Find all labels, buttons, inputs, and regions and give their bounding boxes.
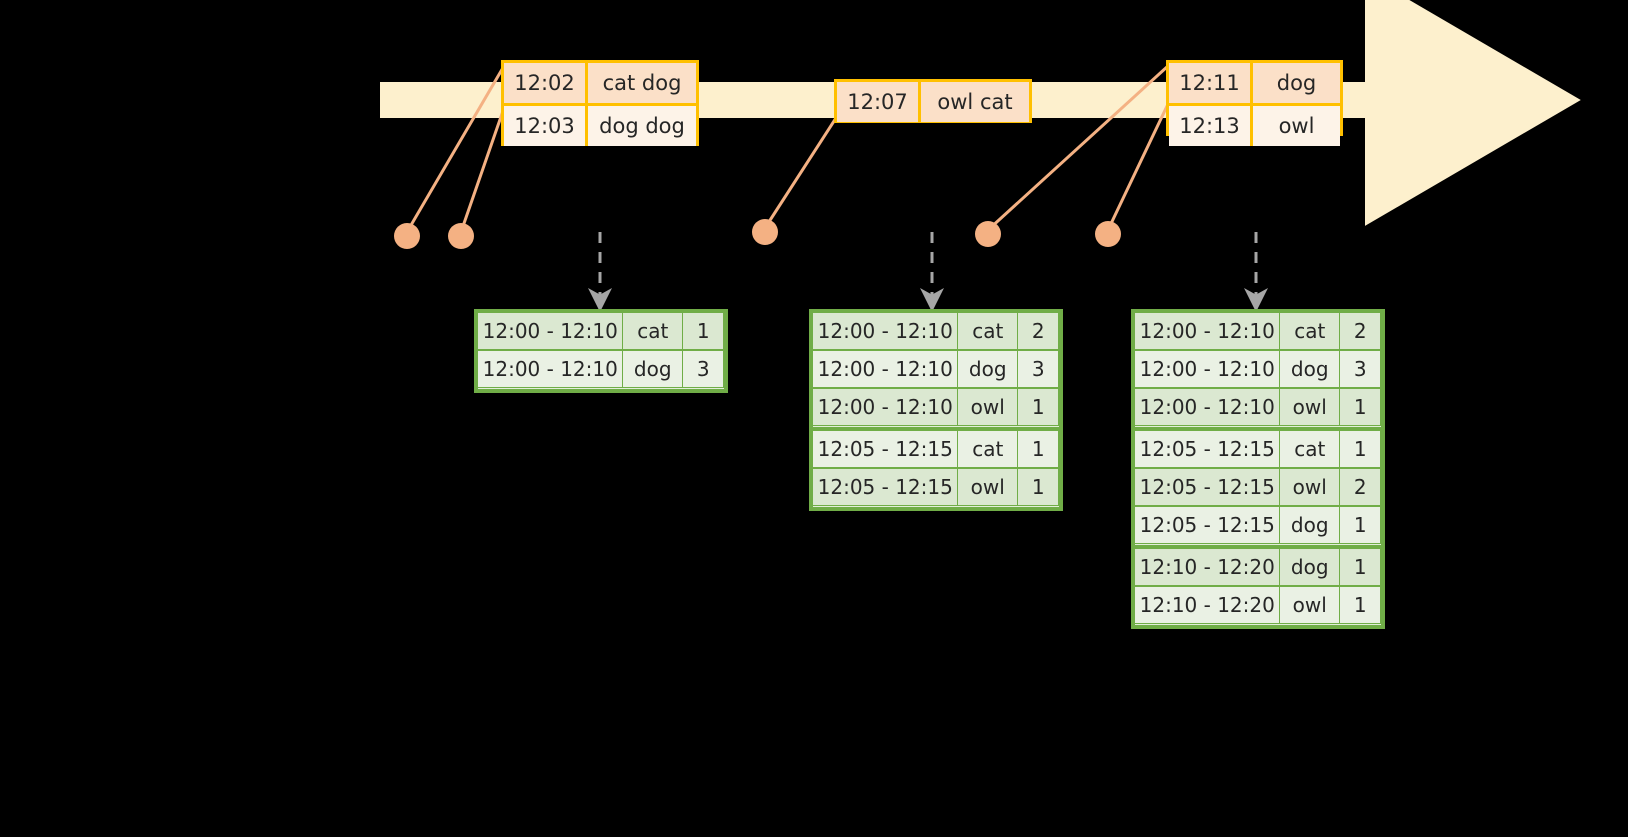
cell-window: 12:00 - 12:10 — [812, 388, 959, 427]
cell-window: 12:05 - 12:15 — [812, 468, 959, 507]
cell-window: 12:05 - 12:15 — [1134, 468, 1281, 507]
cell-count: 1 — [682, 312, 725, 351]
emit-marker-5[interactable] — [1095, 221, 1121, 247]
cell-key: dog — [1278, 506, 1341, 545]
event-payload: owl cat — [921, 82, 1029, 122]
cell-key: dog — [1278, 548, 1341, 587]
cell-key: cat — [1278, 312, 1341, 351]
cell-count: 1 — [1017, 468, 1060, 507]
cell-window: 12:00 - 12:10 — [477, 312, 624, 351]
event-row[interactable]: 12:13 owl — [1169, 103, 1340, 146]
cell-window: 12:00 - 12:10 — [1134, 312, 1281, 351]
cell-window: 12:05 - 12:15 — [1134, 506, 1281, 545]
cell-window: 12:05 - 12:15 — [812, 430, 959, 469]
cell-key: dog — [621, 350, 684, 389]
emit-marker-2[interactable] — [448, 223, 474, 249]
event-time: 12:07 — [837, 82, 921, 122]
cell-window: 12:00 - 12:10 — [1134, 388, 1281, 427]
cell-count: 3 — [1017, 350, 1060, 389]
event-payload: dog dog — [588, 106, 696, 146]
event-time: 12:03 — [504, 106, 588, 146]
cell-window: 12:00 - 12:10 — [812, 312, 959, 351]
cell-count: 1 — [1017, 388, 1060, 427]
cell-count: 2 — [1339, 468, 1382, 507]
cell-count: 2 — [1339, 312, 1382, 351]
cell-window: 12:00 - 12:10 — [812, 350, 959, 389]
cell-key: cat — [956, 312, 1019, 351]
cell-key: owl — [1278, 586, 1341, 625]
cell-count: 2 — [1017, 312, 1060, 351]
emit-marker-4[interactable] — [975, 221, 1001, 247]
event-group-1[interactable]: 12:02 cat dog 12:03 dog dog — [501, 60, 699, 146]
event-row[interactable]: 12:11 dog — [1169, 63, 1340, 103]
cell-window: 12:10 - 12:20 — [1134, 586, 1281, 625]
event-payload: dog — [1253, 63, 1340, 103]
cell-key: owl — [956, 388, 1019, 427]
emit-marker-1[interactable] — [394, 223, 420, 249]
event-time: 12:11 — [1169, 63, 1253, 103]
cell-count: 1 — [1339, 548, 1382, 587]
cell-count: 1 — [1339, 506, 1382, 545]
cell-window: 12:00 - 12:10 — [1134, 350, 1281, 389]
cell-window: 12:00 - 12:10 — [477, 350, 624, 389]
event-payload: cat dog — [588, 63, 696, 103]
event-row[interactable]: 12:07 owl cat — [837, 82, 1029, 122]
cell-count: 1 — [1339, 430, 1382, 469]
cell-window: 12:10 - 12:20 — [1134, 548, 1281, 587]
cell-key: owl — [1278, 468, 1341, 507]
cell-count: 1 — [1017, 430, 1060, 469]
event-payload: owl — [1253, 106, 1340, 146]
cell-key: owl — [956, 468, 1019, 507]
cell-count: 1 — [1339, 388, 1382, 427]
cell-key: dog — [956, 350, 1019, 389]
cell-count: 1 — [1339, 586, 1382, 625]
event-row[interactable]: 12:02 cat dog — [504, 63, 696, 103]
cell-key: cat — [956, 430, 1019, 469]
emit-marker-3[interactable] — [752, 219, 778, 245]
event-row[interactable]: 12:03 dog dog — [504, 103, 696, 146]
cell-key: cat — [1278, 430, 1341, 469]
cell-count: 3 — [682, 350, 725, 389]
event-group-2[interactable]: 12:07 owl cat — [834, 79, 1032, 123]
emit-arrows — [588, 232, 1268, 312]
event-time: 12:02 — [504, 63, 588, 103]
cell-count: 3 — [1339, 350, 1382, 389]
cell-key: dog — [1278, 350, 1341, 389]
event-time: 12:13 — [1169, 106, 1253, 146]
cell-key: owl — [1278, 388, 1341, 427]
cell-window: 12:05 - 12:15 — [1134, 430, 1281, 469]
event-group-3[interactable]: 12:11 dog 12:13 owl — [1166, 60, 1343, 146]
cell-key: cat — [621, 312, 684, 351]
